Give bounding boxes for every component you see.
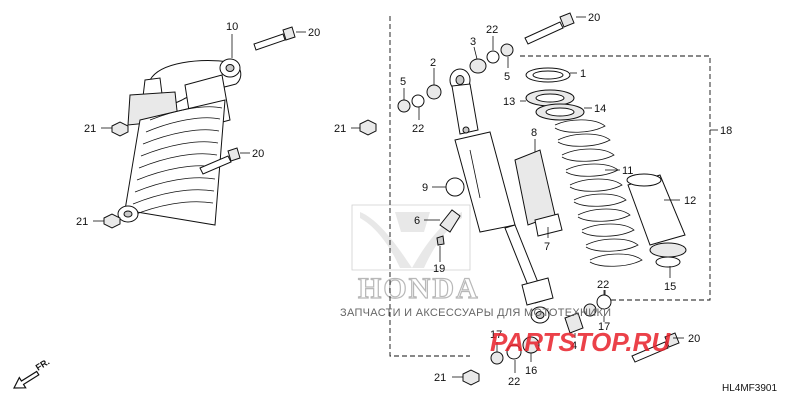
callout-labels: 10 20 21 20 21 20 22 3 5 2 5 1 21 22 13 …: [76, 12, 732, 388]
callout-22: 22: [508, 376, 520, 388]
oring-part-9: [445, 177, 465, 197]
watermark-tagline: ЗАПЧАСТИ И АКСЕССУАРЫ ДЛЯ МОТОТЕХНИКИ: [340, 307, 611, 319]
callout-5: 5: [504, 71, 510, 83]
callout-20: 20: [588, 12, 600, 24]
damper-unit: [449, 68, 554, 324]
callout-18: 18: [720, 125, 732, 137]
callout-21: 21: [434, 372, 446, 384]
collar-part-4: [564, 312, 584, 334]
front-arrow-icon: [13, 370, 40, 389]
assembled-shock-illustration: [117, 58, 242, 226]
callout-20: 20: [688, 333, 700, 345]
callout-20: 20: [252, 148, 264, 160]
callout-10: 10: [226, 21, 238, 33]
callout-21: 21: [76, 216, 88, 228]
front-direction-indicator: FR.: [13, 357, 52, 389]
callout-4: 4: [571, 340, 577, 352]
callout-5: 5: [400, 76, 406, 88]
sleeve-part-8: [514, 149, 556, 226]
nut-lower-left: [103, 213, 121, 229]
fitting-part-6: [439, 209, 461, 233]
callout-19: 19: [433, 263, 445, 275]
collar-part-7: [534, 213, 563, 237]
nut-part-21c: [359, 119, 377, 136]
stopper-part-15: [649, 242, 687, 258]
honda-logo-text: HONDA: [358, 272, 480, 305]
bearing-part-2: [426, 84, 442, 100]
nut-upper-left: [111, 121, 129, 137]
callout-12: 12: [684, 195, 696, 207]
callout-16: 16: [525, 365, 537, 377]
diagram-code: HL4MF3901: [722, 383, 777, 394]
bushing-part-17a: [583, 303, 597, 317]
bolt-upper-left: [253, 26, 296, 51]
callout-21: 21: [334, 123, 346, 135]
callout-22: 22: [486, 24, 498, 36]
callout-21: 21: [84, 123, 96, 135]
callout-6: 6: [414, 215, 420, 227]
bushing-part-5b: [397, 99, 411, 113]
front-label: FR.: [34, 357, 52, 373]
callout-7: 7: [544, 241, 550, 253]
callout-2: 2: [430, 57, 436, 69]
watermark-brand: PARTSTOP.RU: [490, 327, 671, 357]
bolt-middle-left: [199, 147, 241, 175]
nut-part-21d: [462, 369, 480, 386]
bushing-part-5a: [500, 43, 514, 57]
callout-11: 11: [622, 165, 633, 177]
seal-part-22d: [506, 344, 522, 360]
callout-8: 8: [531, 127, 537, 139]
leader-lines: [93, 16, 718, 378]
callout-15: 15: [664, 281, 676, 293]
callout-17: 17: [598, 321, 610, 333]
callout-22: 22: [412, 123, 424, 135]
callout-17: 17: [490, 329, 502, 341]
callout-13: 13: [503, 96, 515, 108]
seal-part-22a: [486, 50, 500, 64]
clip-part-19: [436, 235, 445, 246]
callout-3: 3: [470, 36, 476, 48]
collar-part-3: [469, 58, 487, 74]
seal-part-22b: [411, 94, 425, 108]
partstop-watermark: ЗАПЧАСТИ И АКСЕССУАРЫ ДЛЯ МОТОТЕХНИКИ PA…: [340, 307, 671, 357]
callout-14: 14: [594, 103, 606, 115]
callout-9: 9: [422, 182, 428, 194]
bolt-upper-right: [524, 12, 575, 45]
assembled-spring: [124, 99, 226, 226]
callout-1: 1: [580, 68, 586, 80]
spring-exploded: [554, 119, 643, 267]
bolt-lower-right: [631, 332, 680, 363]
callout-22: 22: [597, 279, 609, 291]
callout-20: 20: [308, 27, 320, 39]
